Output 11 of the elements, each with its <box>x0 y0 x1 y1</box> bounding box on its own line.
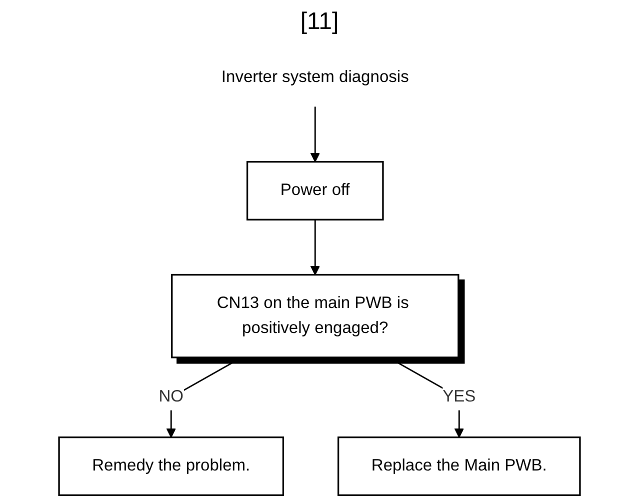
arrow <box>310 220 320 276</box>
edge-label: NO <box>158 387 184 406</box>
flowchart: NO YES Inverter system diagnosis Power off CN13 on the main PWB is positively engaged? Remedy the problem. Replace the Main PWB. <box>0 40 639 504</box>
diagram-title: [11] <box>300 8 339 36</box>
node-box <box>58 436 284 496</box>
node-box <box>338 436 581 496</box>
node-box <box>171 274 460 358</box>
node-text: Inverter system diagnosis <box>221 68 409 86</box>
node-box <box>246 160 384 220</box>
arrow <box>310 106 320 162</box>
edge-label: YES <box>442 387 476 406</box>
